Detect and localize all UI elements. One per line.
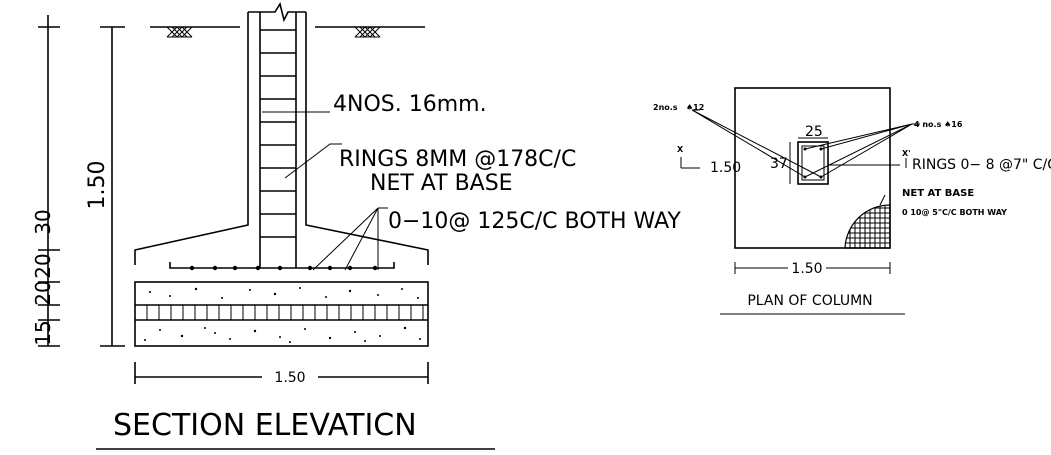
dim-layer-20b: 20 bbox=[31, 280, 55, 305]
plan-col-width: 25 bbox=[805, 124, 823, 140]
footing-layers bbox=[134, 281, 429, 347]
plan-mesh: 0 10@ 5"C/C BOTH WAY bbox=[902, 208, 1007, 217]
axis-x-prime: X' bbox=[902, 149, 911, 158]
leader-2nos bbox=[691, 109, 822, 178]
leader-rings bbox=[284, 143, 342, 179]
section-title: SECTION ELEVATICN bbox=[113, 408, 417, 443]
column-rings bbox=[260, 29, 296, 238]
leader-net-plan bbox=[879, 194, 886, 206]
label-4nos: 4 no.s ♠16 bbox=[914, 120, 963, 129]
dim-layer-20a: 20 bbox=[31, 253, 55, 278]
dim-layer-30: 30 bbox=[31, 209, 55, 234]
brick-layer bbox=[146, 305, 424, 320]
leader-4nos bbox=[804, 123, 920, 178]
plan-outline bbox=[734, 87, 891, 249]
mesh-dots bbox=[189, 265, 378, 271]
note-rings: RINGS 8MM @178C/C bbox=[339, 147, 576, 172]
net-hatch-zone bbox=[844, 204, 891, 249]
plan-col-height: 37 bbox=[770, 156, 788, 172]
break-line bbox=[248, 1, 306, 23]
plan-of-column: 25 37 2no.s ♠12 4 no.s ♠16 X 1.50 X' RIN… bbox=[653, 87, 1051, 315]
dim-width-label: 1.50 bbox=[274, 370, 305, 386]
plan-dim-side: 1.50 bbox=[710, 160, 741, 176]
plan-dim-bottom: 1.50 bbox=[791, 261, 822, 277]
ground-hatch-right bbox=[354, 26, 381, 38]
concrete-texture bbox=[144, 287, 421, 343]
note-bars: 4NOS. 16mm. bbox=[333, 92, 487, 117]
note-net-at-base: NET AT BASE bbox=[370, 171, 513, 196]
column-outline bbox=[134, 12, 429, 265]
plan-title: PLAN OF COLUMN bbox=[747, 293, 872, 309]
label-bar12: ♠12 bbox=[686, 103, 704, 112]
label-2nos: 2no.s bbox=[653, 103, 678, 112]
plan-column-outer bbox=[797, 141, 829, 185]
axis-x: X bbox=[677, 145, 684, 154]
dim-height-label: 1.50 bbox=[85, 161, 110, 210]
plan-net: NET AT BASE bbox=[902, 188, 974, 199]
plan-column-ring bbox=[801, 145, 825, 181]
plan-column-bars bbox=[803, 147, 823, 179]
note-mesh: 0−10@ 125C/C BOTH WAY bbox=[388, 209, 681, 234]
leader-mesh bbox=[312, 207, 388, 271]
dim-layer-15: 15 bbox=[31, 320, 55, 345]
ground-hatch-left bbox=[166, 26, 193, 38]
plan-rings: RINGS 0− 8 @7" C/C bbox=[912, 157, 1051, 173]
section-elevation: 1.50 30 20 20 15 1.50 4NOS. 16mm. RINGS … bbox=[31, 1, 681, 450]
